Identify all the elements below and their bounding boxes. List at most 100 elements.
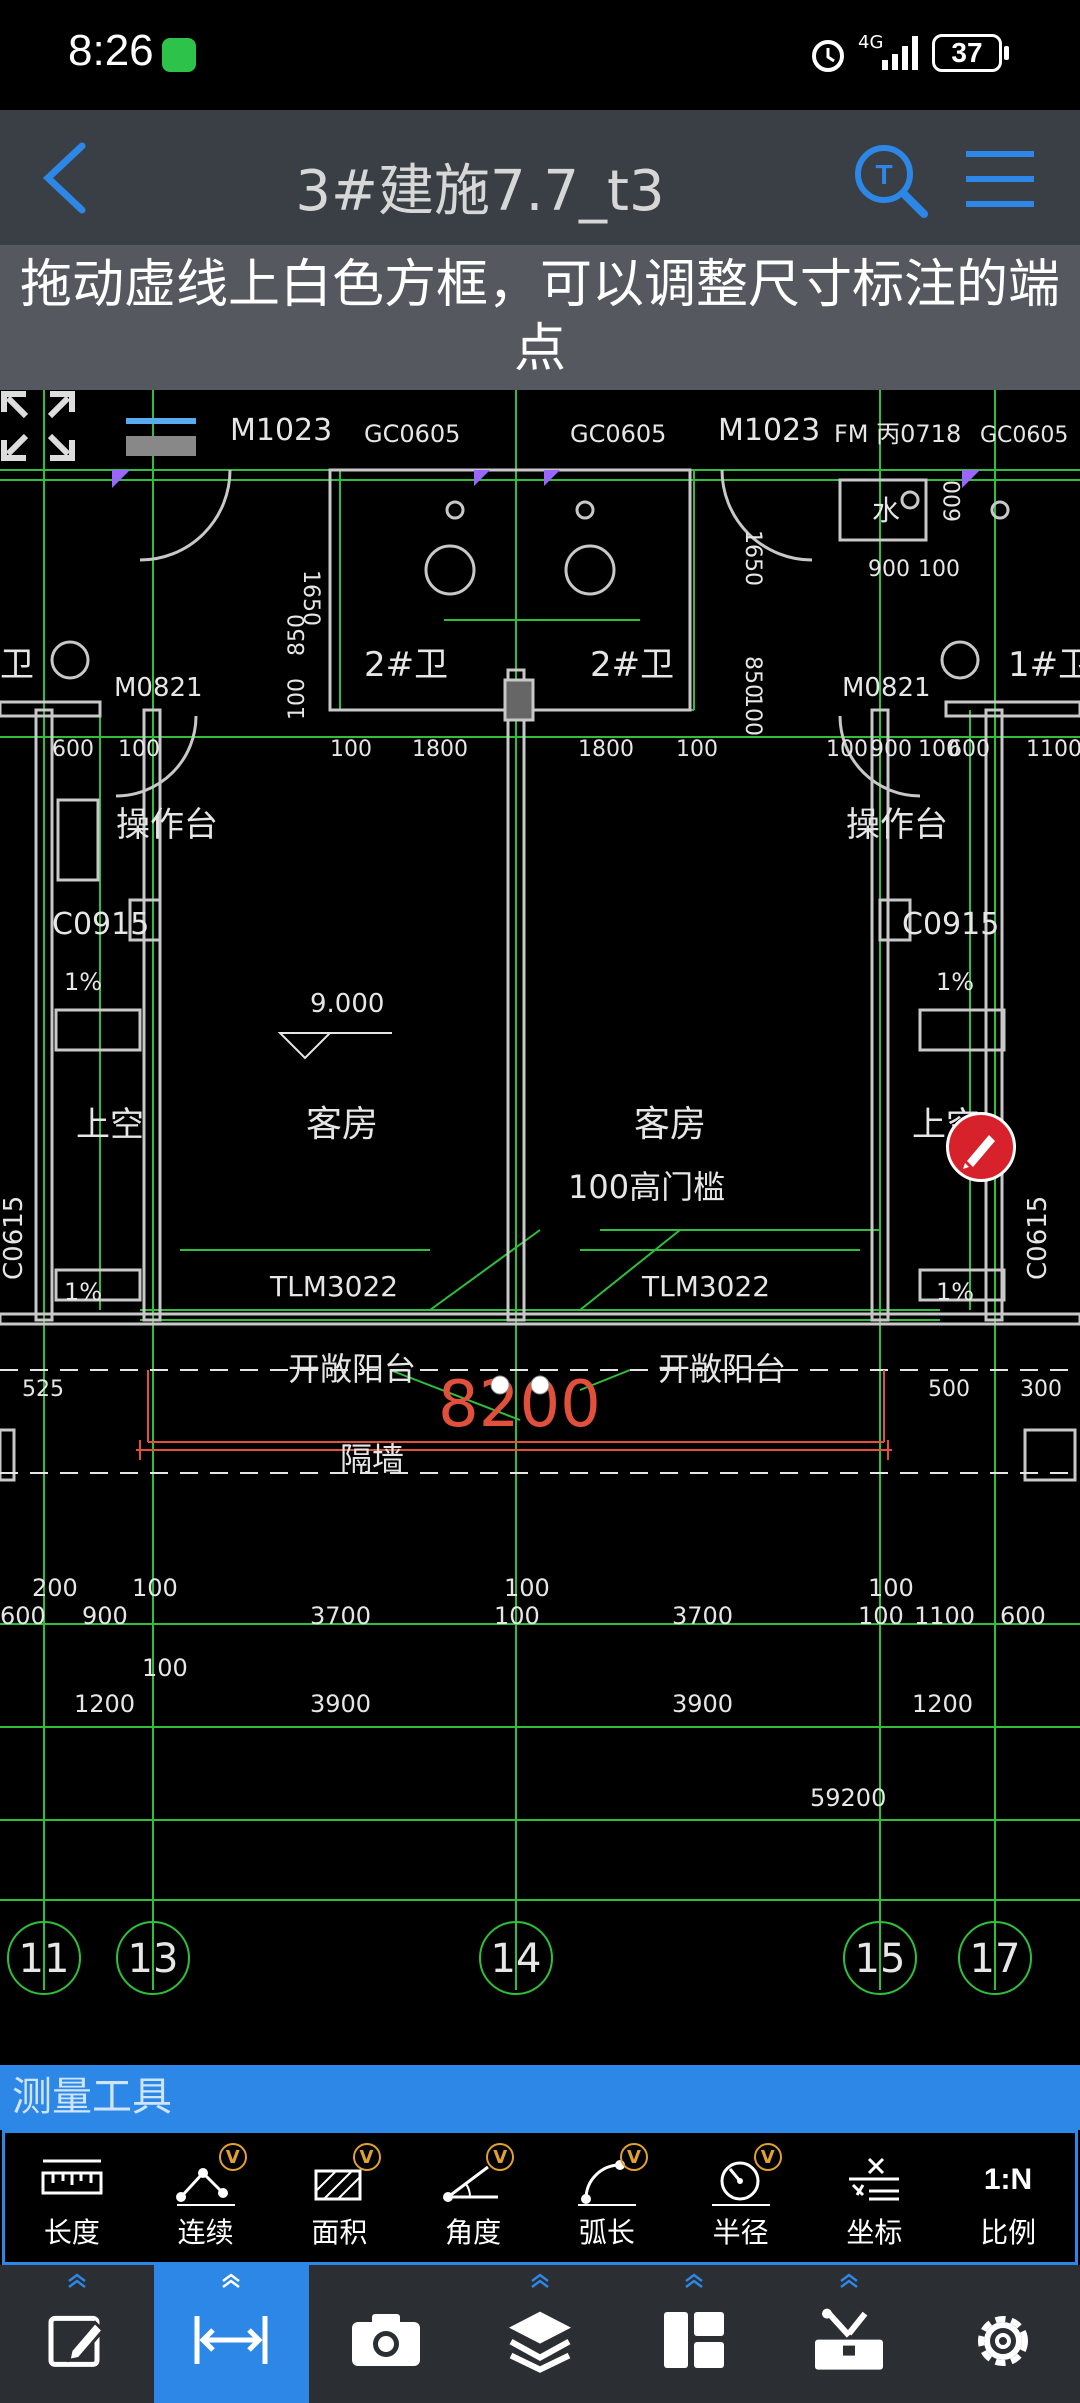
label-d525: 525 — [22, 1377, 64, 1402]
tool-label: 长度 — [43, 2216, 100, 2249]
label-d100-c: 100 — [118, 737, 160, 762]
tool-area[interactable]: 面积 V — [273, 2133, 407, 2262]
label-partition: 隔墙 — [340, 1440, 404, 1478]
wechat-icon — [162, 38, 196, 72]
tool-angle[interactable]: 角度 V — [406, 2133, 540, 2262]
back-arrow-icon[interactable] — [36, 140, 96, 216]
label-r1-100a: 100 — [132, 1574, 178, 1602]
alarm-icon — [812, 40, 844, 72]
text-search-icon[interactable]: T — [850, 140, 930, 220]
label-8200: 8200 — [438, 1368, 601, 1442]
vip-badge: V — [218, 2143, 247, 2171]
label-r1-100b: 100 — [504, 1574, 550, 1602]
vip-badge: V — [486, 2143, 515, 2171]
label-d900-top: 900 — [868, 557, 910, 582]
label-d600-b: 600 — [948, 737, 990, 762]
vip-badge: V — [620, 2143, 648, 2171]
dimension-handle[interactable] — [530, 1375, 550, 1395]
label-sill: 100高门槛 — [568, 1168, 725, 1206]
battery-indicator: 37 — [932, 34, 1002, 72]
label-r2-600: 600 — [0, 1602, 46, 1630]
label-m1023-right: M1023 — [718, 413, 820, 448]
label-d1800-b: 1800 — [578, 737, 634, 762]
signal-icon — [882, 36, 918, 70]
label-counter-right: 操作台 — [846, 805, 948, 845]
axis-label-13: 13 — [128, 1936, 179, 1982]
axis-label-15: 15 — [855, 1936, 906, 1982]
label-d850-b: 850 — [740, 656, 765, 698]
label-r2-900: 900 — [82, 1602, 128, 1630]
label-c0615-left: C0615 — [0, 1196, 29, 1280]
tool-label: 比例 — [980, 2216, 1037, 2249]
menu-icon[interactable] — [962, 144, 1038, 214]
scale-icon: 1:N — [984, 2163, 1032, 2196]
label-d1800-a: 1800 — [412, 737, 468, 762]
bottom-camera-button[interactable] — [309, 2265, 463, 2403]
svg-text:1:N: 1:N — [984, 2163, 1032, 2196]
label-pct-b: 1% — [936, 968, 974, 996]
dimension-handle[interactable] — [490, 1375, 510, 1395]
label-r1-200: 200 — [32, 1574, 78, 1602]
label-room-left: 客房 — [306, 1104, 378, 1145]
label-gc-right: GC0605 — [980, 423, 1068, 448]
document-title: 3#建施7.7_t3 — [295, 159, 665, 224]
edit-icon — [48, 2315, 106, 2367]
label-pct-d: 1% — [936, 1278, 974, 1306]
bottom-layers-button[interactable] — [463, 2265, 617, 2403]
tool-continuous[interactable]: 连续 V — [139, 2133, 273, 2262]
label-elev: 9.000 — [310, 989, 384, 1019]
label-d600-a: 600 — [52, 737, 94, 762]
label-r3-1200b: 1200 — [912, 1690, 973, 1718]
svg-text:T: T — [875, 159, 892, 190]
bottom-layout-button[interactable] — [617, 2265, 771, 2403]
label-m1023-left: M1023 — [230, 413, 332, 448]
label-pct-a: 1% — [64, 968, 102, 996]
label-tlm-right: TLM3022 — [641, 1270, 770, 1303]
tool-length[interactable]: 长度 — [5, 2133, 139, 2262]
label-r3-3900b: 3900 — [672, 1690, 733, 1718]
radius-icon — [711, 2161, 770, 2206]
label-r2-100c: 100 — [142, 1654, 188, 1682]
network-type: 4G — [858, 32, 884, 53]
tool-scale[interactable]: 1:N 比例 — [941, 2133, 1075, 2262]
label-bath2-a: 2#卫 — [364, 645, 448, 685]
chevron-up-icon — [685, 2273, 704, 2288]
measure-tools-panel: 长度 连续 V 面积 V 角度 V 弧长 V 半径 V 坐标 1:N 比例 — [2, 2130, 1078, 2265]
bottom-edit-button[interactable] — [0, 2265, 154, 2403]
label-r2-100a: 100 — [494, 1602, 540, 1630]
chevron-up-icon — [839, 2273, 858, 2288]
label-m0821-left: M0821 — [114, 673, 203, 703]
label-d100-d: 100 — [330, 737, 372, 762]
label-d900-a: 900 — [870, 737, 912, 762]
label-r2-600b: 600 — [1000, 1602, 1046, 1630]
fullscreen-icon[interactable] — [0, 390, 76, 462]
label-balcony-left: 开敞阳台 — [288, 1350, 416, 1388]
battery-tip — [1004, 46, 1009, 60]
label-gc0605-b: GC0605 — [570, 420, 666, 448]
bottom-toolbox-button[interactable] — [771, 2265, 925, 2403]
polyline-icon — [175, 2168, 235, 2206]
axis-label-14: 14 — [491, 1936, 542, 1982]
label-tlm-left: TLM3022 — [269, 1270, 398, 1303]
cad-drawing[interactable]: M1023 GC0605 GC0605 M1023 FM 丙0718 GC060… — [0, 390, 1080, 2065]
cad-drawing-canvas[interactable]: M1023 GC0605 GC0605 M1023 FM 丙0718 GC060… — [0, 390, 1080, 2065]
label-r2-100b: 100 — [858, 1602, 904, 1630]
label-d100-a: 100 — [285, 678, 310, 720]
camera-icon — [351, 2314, 420, 2366]
label-c0915-right: C0915 — [902, 907, 999, 942]
tool-radius[interactable]: 半径 V — [674, 2133, 808, 2262]
label-r1-100c: 100 — [868, 1574, 914, 1602]
tool-coordinate[interactable]: 坐标 — [808, 2133, 942, 2262]
markup-pen-button[interactable] — [946, 1112, 1016, 1182]
vip-badge: V — [352, 2143, 381, 2171]
label-gc0605-a: GC0605 — [364, 420, 460, 448]
bottom-measure-button[interactable] — [154, 2265, 309, 2403]
label-d1100-a: 1100 — [1026, 737, 1080, 762]
chevron-up-icon — [222, 2273, 241, 2288]
bottom-settings-button[interactable] — [926, 2265, 1080, 2403]
status-time: 8:26 — [68, 26, 154, 75]
chevron-up-icon — [531, 2273, 549, 2288]
tool-arc-length[interactable]: 弧长 V — [540, 2133, 674, 2262]
label-r2-3700a: 3700 — [310, 1602, 371, 1630]
axis-label-17: 17 — [970, 1936, 1021, 1982]
